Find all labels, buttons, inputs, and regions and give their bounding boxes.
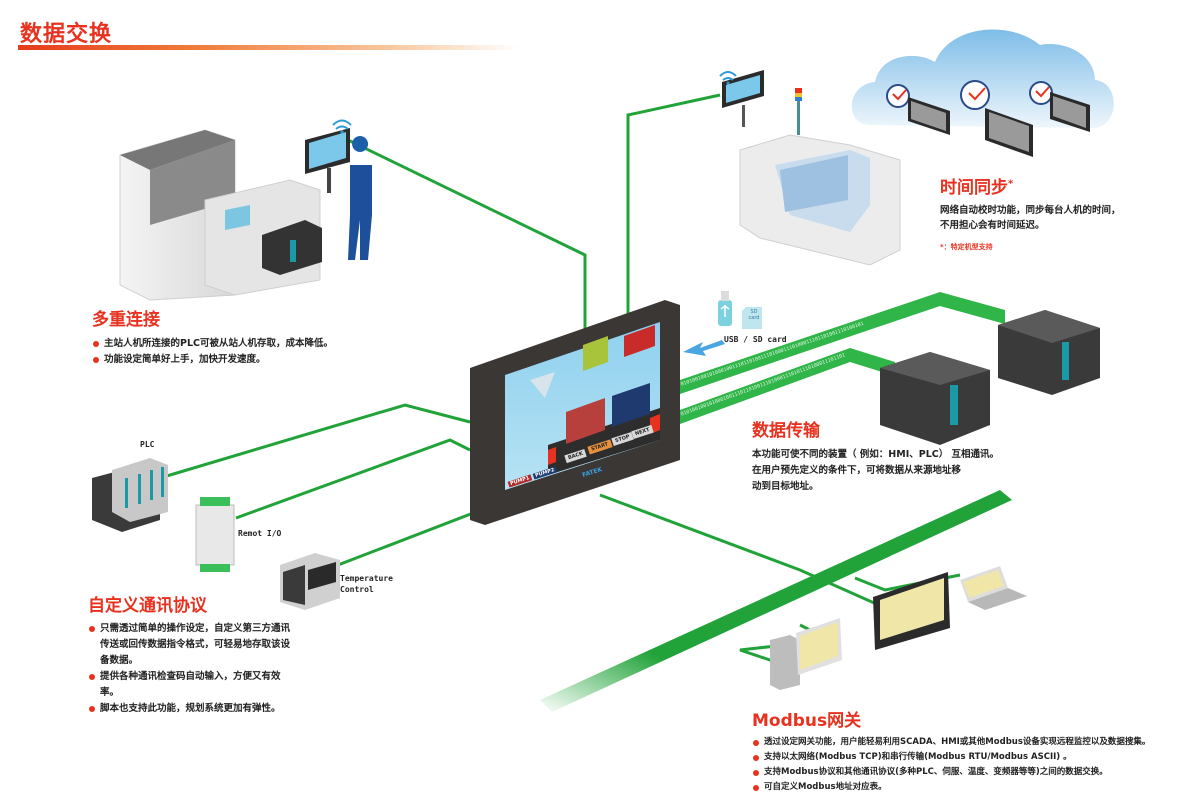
temperature-control-label: Temperature Control [340, 573, 393, 595]
processing-machine [719, 70, 901, 266]
description-line: 网络自动校时功能，同步每台人机的时间， [940, 205, 1121, 216]
ethernet-bus [540, 490, 1012, 712]
bullet-item: 支持以太网络(Modbus TCP)和串行传输(Modbus RTU/Modbu… [752, 750, 1150, 765]
line-remote-io [235, 438, 471, 520]
section-multi-connect: 多重连接 主站人机所连接的PLC可被从站人机存取，成本降低。 功能设定简单好上手… [92, 305, 333, 368]
section-title: 时间同步* [940, 173, 1121, 198]
description-line: 在用户预先定义的条件下，可将数据从来源地址移 [752, 465, 962, 476]
pc-workstation [770, 618, 842, 690]
page-title: 数据交换 [20, 22, 113, 47]
sd-card [742, 307, 762, 329]
data-stream-lower [680, 348, 895, 424]
line-main-hmi-to-top-right [626, 93, 721, 340]
arrow-left-icon [683, 340, 725, 356]
clock-icon [960, 80, 990, 110]
wifi-icon [719, 71, 737, 81]
bullet-item: 提供各种通讯检查码自动输入，方便又有效率。 [88, 669, 293, 701]
description-line: 本功能可使不同的装置（ 例如：HMI、PLC） 互相通讯。 [752, 449, 1000, 460]
clock-icons [886, 80, 1053, 110]
bullet-item: 支持Modbus协议和其他通讯协议(多种PLC、伺服、温度、变频器等等)之间的数… [752, 765, 1150, 780]
section-title: 多重连接 [92, 310, 160, 330]
remote-io-module [195, 497, 235, 572]
usb-sd-label: USB / SD card [724, 335, 787, 344]
sd-card-text-line1: SD [750, 309, 758, 315]
description-line: 动到目标地址。 [752, 481, 819, 492]
section-title: 自定义通讯协议 [88, 596, 207, 616]
section-description: 网络自动校时功能，同步每台人机的时间， 不用担心会有时间延迟。 [940, 203, 1121, 233]
bullet-item: 功能设定简单好上手，加快开发速度。 [92, 352, 333, 368]
bullet-item: 透过设定网关功能，用户能轻易利用SCADA、HMI或其他Modbus设备实现远程… [752, 735, 1150, 750]
plc-rack [92, 458, 168, 532]
plc-label: PLC [140, 440, 155, 449]
bullet-list: 透过设定网关功能，用户能轻易利用SCADA、HMI或其他Modbus设备实现远程… [752, 735, 1150, 795]
section-title-text: 时间同步 [940, 178, 1008, 198]
ethernet-hmi [873, 572, 950, 650]
data-streams [680, 292, 1005, 424]
section-modbus-gateway: Modbus网关 透过设定网关功能，用户能轻易利用SCADA、HMI或其他Mod… [752, 706, 1150, 795]
description-line: 不用担心会有时间延迟。 [940, 220, 1045, 231]
line-hmi-to-ethernet [599, 493, 891, 612]
wifi-icon [332, 119, 352, 130]
footnote-mark: * [1008, 178, 1014, 190]
usb-stick [718, 291, 732, 326]
data-stream-upper [680, 292, 1005, 394]
temperature-label-line2: Control [340, 585, 374, 594]
bullet-list: 只需透过简单的操作设定，自定义第三方通讯传送或回传数据指令格式，可轻易地存取该设… [88, 621, 293, 717]
sd-card-text: SD card [746, 309, 762, 321]
laptop [960, 566, 1027, 610]
section-time-sync: 时间同步* 网络自动校时功能，同步每台人机的时间， 不用担心会有时间延迟。 *：… [940, 173, 1121, 252]
line-main-hmi-to-top-left [347, 138, 587, 365]
section-title: 数据传输 [752, 421, 820, 441]
plc-module-back [998, 310, 1100, 395]
factory-machine [119, 129, 322, 301]
clock-icon [886, 84, 910, 108]
plc-module-front [880, 352, 990, 445]
bullet-item: 只需透过简单的操作设定，自定义第三方通讯传送或回传数据指令格式，可轻易地存取该设… [88, 621, 293, 669]
bullet-item: 主站人机所连接的PLC可被从站人机存取，成本降低。 [92, 336, 333, 352]
section-description: 本功能可使不同的装置（ 例如：HMI、PLC） 互相通讯。 在用户预先定义的条件… [752, 447, 999, 495]
sd-card-text-line2: card [748, 315, 760, 321]
remote-io-label: Remot I/O [238, 529, 282, 538]
cloud-hmi-panels [908, 92, 1090, 157]
clock-icon [1029, 81, 1053, 105]
footnote: *：特定机型支持 [940, 243, 993, 251]
bullet-item: 脚本也支持此功能，规划系统更加有弹性。 [88, 701, 293, 717]
bullet-item: 可自定义Modbus地址对应表。 [752, 780, 1150, 795]
section-data-transfer: 数据传输 本功能可使不同的装置（ 例如：HMI、PLC） 互相通讯。 在用户预先… [752, 416, 999, 495]
operator-hmi [305, 119, 372, 260]
bullet-list: 主站人机所连接的PLC可被从站人机存取，成本降低。 功能设定简单好上手，加快开发… [92, 336, 333, 368]
line-plc [159, 403, 471, 480]
usb-icon [720, 305, 730, 317]
section-title: Modbus网关 [752, 711, 862, 731]
section-custom-protocol: 自定义通讯协议 只需透过简单的操作设定，自定义第三方通讯传送或回传数据指令格式，… [88, 591, 293, 717]
temperature-controller [280, 553, 340, 610]
center-hmi [470, 300, 680, 525]
temperature-label-line1: Temperature [340, 574, 393, 583]
title-underline [18, 45, 518, 50]
